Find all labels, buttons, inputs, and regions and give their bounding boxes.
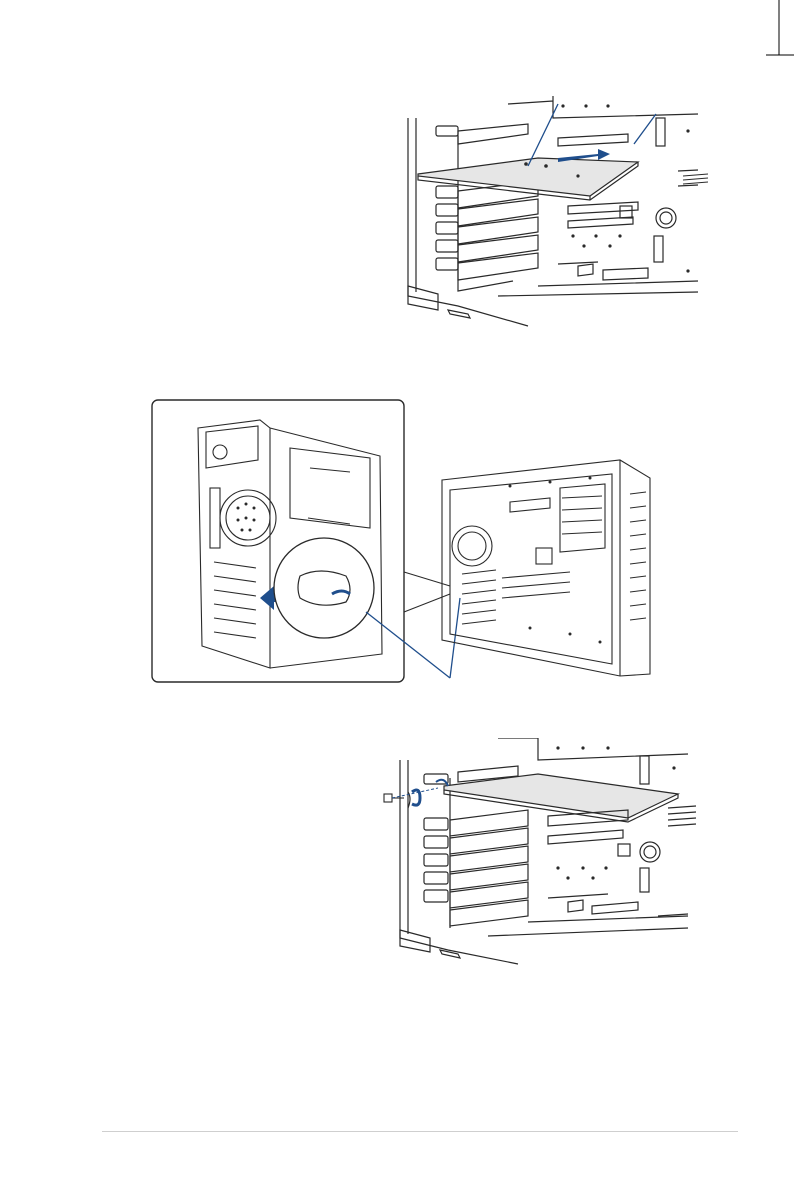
crop-mark-top-right [764,0,794,64]
chassis-latch-detail-illustration [150,398,670,686]
bracket-screw-illustration [378,738,698,966]
footer-rule [102,1131,738,1132]
expansion-card-insert-illustration [398,96,708,330]
